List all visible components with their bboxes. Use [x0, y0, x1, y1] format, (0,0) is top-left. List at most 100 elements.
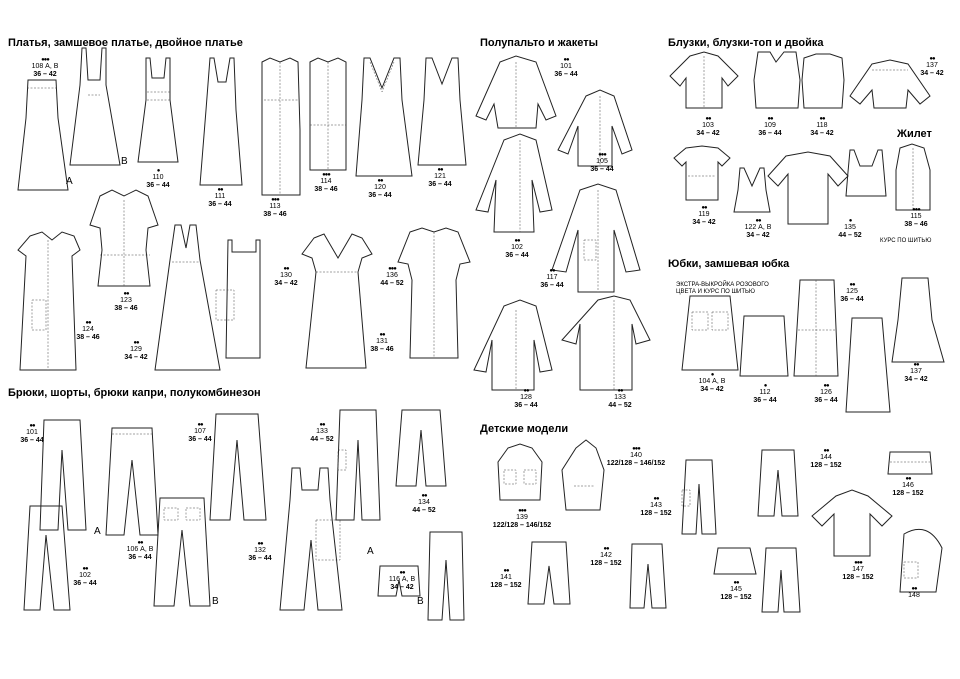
shorts-134-drawing: [395, 409, 447, 487]
pants-101-drawing: [39, 419, 87, 531]
skirt-137-drawing: [891, 277, 945, 363]
kids-shorts-141-drawing: [527, 541, 571, 605]
jacket-128-drawing: [473, 299, 553, 391]
dress-131-drawing: [301, 233, 373, 369]
variant-letter-b: B: [417, 596, 424, 607]
dress-124-drawing: [17, 231, 81, 371]
pants-107-drawing: [209, 413, 267, 521]
extra-pattern-note-line2: ЦВЕТА И КУРС ПО ШИТЬЮ: [676, 289, 755, 295]
variant-letter-b: B: [212, 596, 219, 607]
blouse-103-drawing: [669, 51, 739, 109]
dress-111-drawing: [199, 57, 243, 186]
section-title-skirts: Юбки, замшевая юбка: [668, 258, 790, 270]
dress-136-drawing: [397, 227, 471, 359]
kids-shorts-146-drawing: [887, 451, 933, 475]
blouse-137-drawing: [849, 59, 931, 109]
coat-117-drawing: [551, 183, 641, 293]
pants-106b-drawing: [153, 497, 211, 607]
jacket-105-drawing: [557, 89, 633, 167]
pants-133-drawing: [335, 409, 381, 521]
kids-pants-142-drawing: [629, 543, 667, 609]
top-vest-135-drawing: [845, 149, 887, 197]
kids-bag-148-drawing: [899, 528, 943, 593]
kids-vest-139-drawing: [497, 443, 543, 501]
dress-114-drawing: [309, 57, 347, 171]
top-118-drawing: [801, 53, 845, 109]
extra-pattern-note-line1: ЭКСТРА-ВЫКРОЙКА РОЗОВОГО: [676, 282, 769, 288]
vest-115-drawing: [895, 143, 931, 211]
variant-letter-b: B: [121, 156, 128, 167]
variant-letter-a: A: [94, 526, 101, 537]
jacket-133-drawing: [561, 295, 651, 391]
top-122-drawing: [733, 167, 771, 213]
dress-108b-drawing: [69, 47, 121, 166]
skirt-104-drawing: [681, 295, 739, 371]
kids-shirt-147-drawing: [811, 489, 893, 557]
dress-130-drawing: [215, 239, 261, 359]
kids-pants-145-drawing: [761, 547, 801, 613]
variant-letter-a: A: [367, 546, 374, 557]
coat-101-drawing: [475, 55, 557, 129]
model-label: ●●148: [908, 586, 920, 599]
section-title-coats: Полупальто и жакеты: [480, 37, 599, 49]
course-note: КУРС ПО ШИТЬЮ: [880, 238, 932, 244]
kids-pants-144-drawing: [757, 449, 799, 517]
dress-129-drawing: [154, 224, 221, 371]
pants-116b-drawing: [427, 531, 465, 621]
kids-jacket-140-drawing: [561, 439, 605, 511]
shorts-116a-drawing: [377, 565, 421, 597]
blouse-135-drawing: [767, 151, 849, 225]
blouse-119-drawing: [673, 145, 731, 201]
dress-108a-drawing: [17, 79, 69, 191]
kids-pants-143-drawing: [681, 459, 717, 535]
kids-skirt-145-drawing: [713, 547, 757, 575]
dress-123-drawing: [89, 189, 159, 287]
dress-110-drawing: [137, 57, 179, 163]
variant-letter-a: A: [66, 176, 73, 187]
skirt-126-drawing: [793, 279, 839, 377]
dress-113-drawing: [261, 57, 301, 196]
